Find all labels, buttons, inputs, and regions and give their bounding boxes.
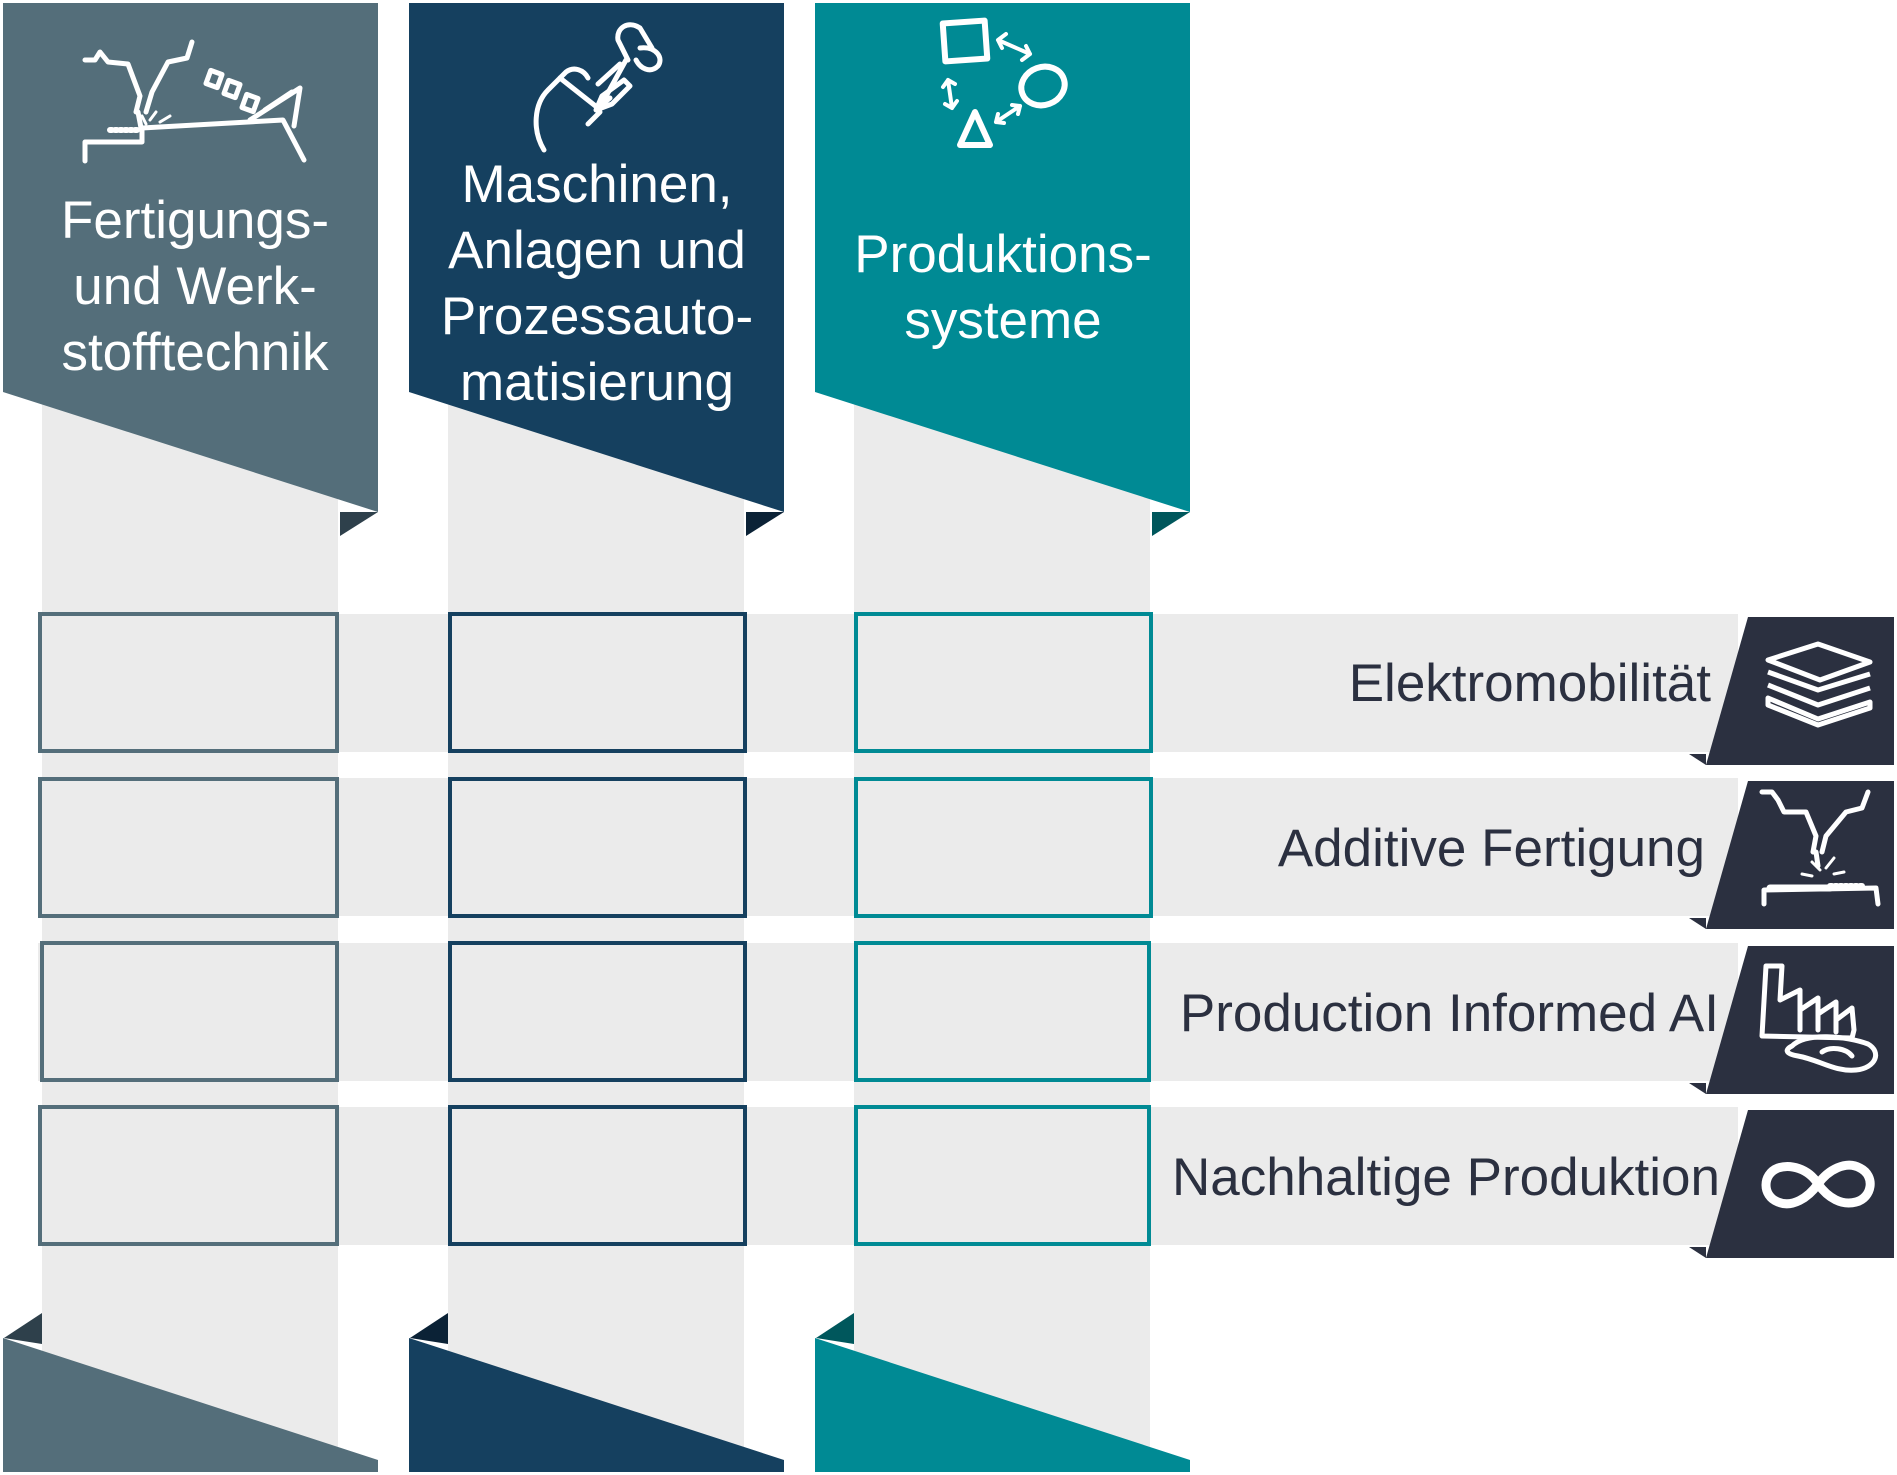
battery-layers-icon (1765, 641, 1873, 728)
matrix-cell-r1-c1 (38, 612, 339, 753)
matrix-cell-r4-c1 (38, 1105, 339, 1246)
robot-arm-icon (533, 22, 663, 153)
column-band-3 (854, 380, 1150, 1470)
row-label-2: Additive Fertigung (1277, 819, 1705, 878)
column-band-2 (448, 380, 744, 1470)
column-header-2 (409, 3, 784, 512)
column-title-2: Maschinen, Anlagen und Prozessauto- mati… (440, 155, 754, 412)
column-footer-1-fold (4, 1313, 42, 1344)
shapes-arrows-icon (939, 17, 1068, 148)
column-title-3: Produktions- systeme (854, 225, 1152, 350)
row-tab-1-fold (1689, 754, 1706, 765)
row-tab-2-fold (1689, 918, 1706, 929)
matrix-cell-r1-c3 (854, 612, 1153, 753)
row-tab-3-fold (1689, 1083, 1706, 1094)
matrix-cell-r3-c2 (448, 941, 747, 1082)
column-header-1 (3, 3, 378, 512)
matrix-cell-r3-c3 (854, 941, 1151, 1082)
column-header-3 (815, 3, 1190, 512)
column-header-3-fold (1152, 512, 1190, 536)
row-label-1: Elektromobilität (1348, 654, 1711, 713)
column-footer-3 (815, 1338, 1190, 1472)
column-footer-3-fold (816, 1313, 854, 1344)
additive-nozzle-icon (1759, 789, 1881, 907)
infinity-icon (1761, 1160, 1875, 1209)
row-tab-2 (1706, 781, 1894, 929)
row-label-3: Production Informed AI (1179, 984, 1719, 1043)
matrix-cell-r3-c1 (40, 941, 339, 1082)
matrix-cell-r4-c2 (448, 1105, 747, 1246)
matrix-cell-r2-c1 (38, 777, 339, 918)
matrix-cell-r1-c2 (448, 612, 747, 753)
laser-welding-icon (82, 39, 307, 164)
column-header-2-fold (746, 512, 784, 536)
matrix-cell-r4-c3 (854, 1105, 1151, 1246)
column-footer-2 (409, 1338, 784, 1472)
column-header-1-fold (340, 512, 378, 536)
row-tab-4 (1706, 1110, 1894, 1258)
matrix-cell-r2-c3 (854, 777, 1153, 918)
column-title-1: Fertigungs- und Werk- stofftechnik (60, 191, 330, 382)
row-tab-4-fold (1689, 1247, 1706, 1258)
factory-brain-icon (1759, 963, 1879, 1073)
column-footer-2-fold (410, 1313, 448, 1344)
column-footer-1 (3, 1338, 378, 1472)
column-band-1 (42, 380, 338, 1470)
row-label-4: Nachhaltige Produktion (1171, 1148, 1720, 1207)
matrix-cell-r2-c2 (448, 777, 747, 918)
